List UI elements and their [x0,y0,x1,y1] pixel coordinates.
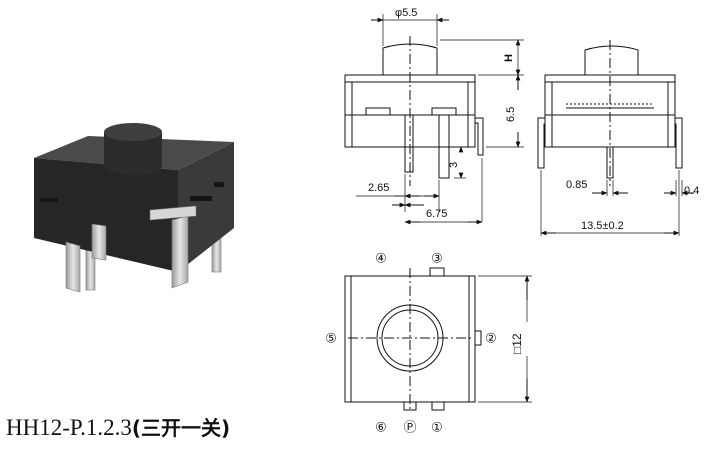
dim-button-height: H [503,54,515,62]
dim-body-square: □12 [510,333,524,354]
dim-pin-width: 0.85 [566,179,587,191]
dim-pin-offset: 2.65 [368,182,389,194]
pin-label-6: ⑥ [375,420,387,435]
dim-button-diameter: φ5.5 [395,7,417,19]
dim-pin-pitch: 6.75 [426,208,447,220]
pin-label-5: ⑤ [325,331,337,346]
top-view [344,267,532,411]
side-view [537,40,694,236]
dim-overall-width: 13.5±0.2 [581,220,624,232]
dim-pin-length: 3 [448,162,460,168]
pin-label-4: ④ [375,251,387,266]
pin-label-1: ① [431,420,443,435]
pin-label-2: ② [485,331,497,346]
front-view [344,14,524,225]
dim-body-height: 6.5 [505,107,517,122]
part-number: HH12-P.1.2.3 [6,415,132,440]
switch-3d-illustration [34,123,234,293]
part-title: HH12-P.1.2.3(三开一关) [6,412,230,441]
pin-label-p: Ⓟ [403,420,416,435]
part-description: (三开一关) [131,416,231,440]
dim-pin-thickness: 0.4 [684,185,699,197]
pin-label-3: ③ [431,251,443,266]
